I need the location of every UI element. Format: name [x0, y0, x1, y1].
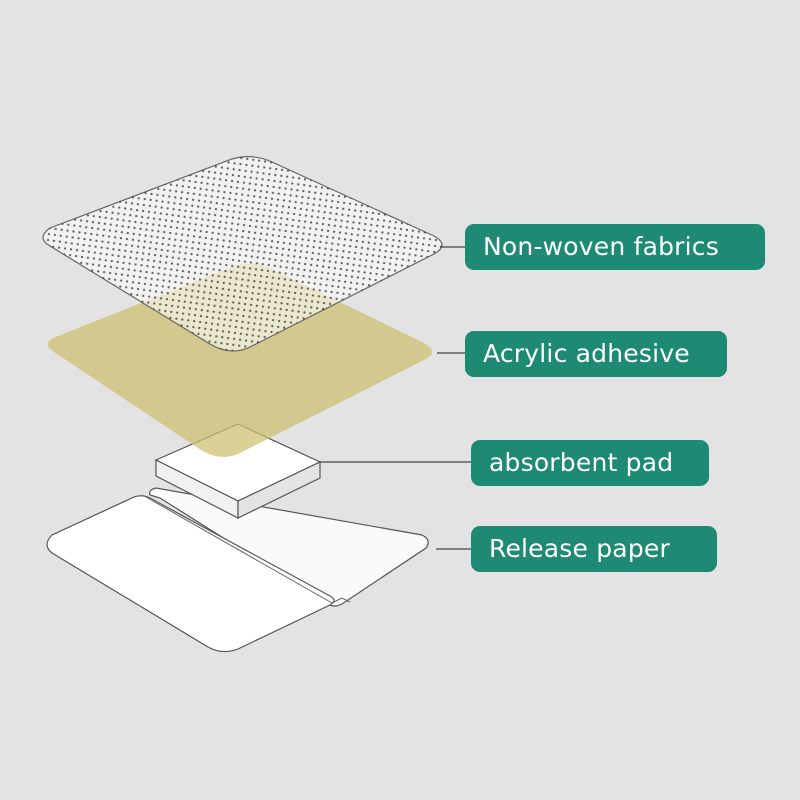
release-paper-split-line — [145, 496, 333, 604]
release-paper-layer — [46, 487, 429, 653]
release-paper-tab — [331, 597, 351, 604]
leader-lines — [320, 246, 471, 550]
label-absorbent-pad: absorbent pad — [471, 440, 709, 486]
label-acrylic-adhesive: Acrylic adhesive — [465, 331, 727, 377]
absorbent-pad-front-right — [237, 461, 321, 519]
release-paper-right-half — [149, 487, 429, 607]
label-non-woven-fabrics: Non-woven fabrics — [465, 224, 765, 270]
non-woven-fabric-layer — [42, 156, 443, 352]
release-paper-left-half — [46, 495, 335, 653]
non-woven-fabric-dots — [43, 156, 442, 352]
acrylic-adhesive-layer — [47, 263, 432, 457]
label-release-paper: Release paper — [471, 526, 717, 572]
